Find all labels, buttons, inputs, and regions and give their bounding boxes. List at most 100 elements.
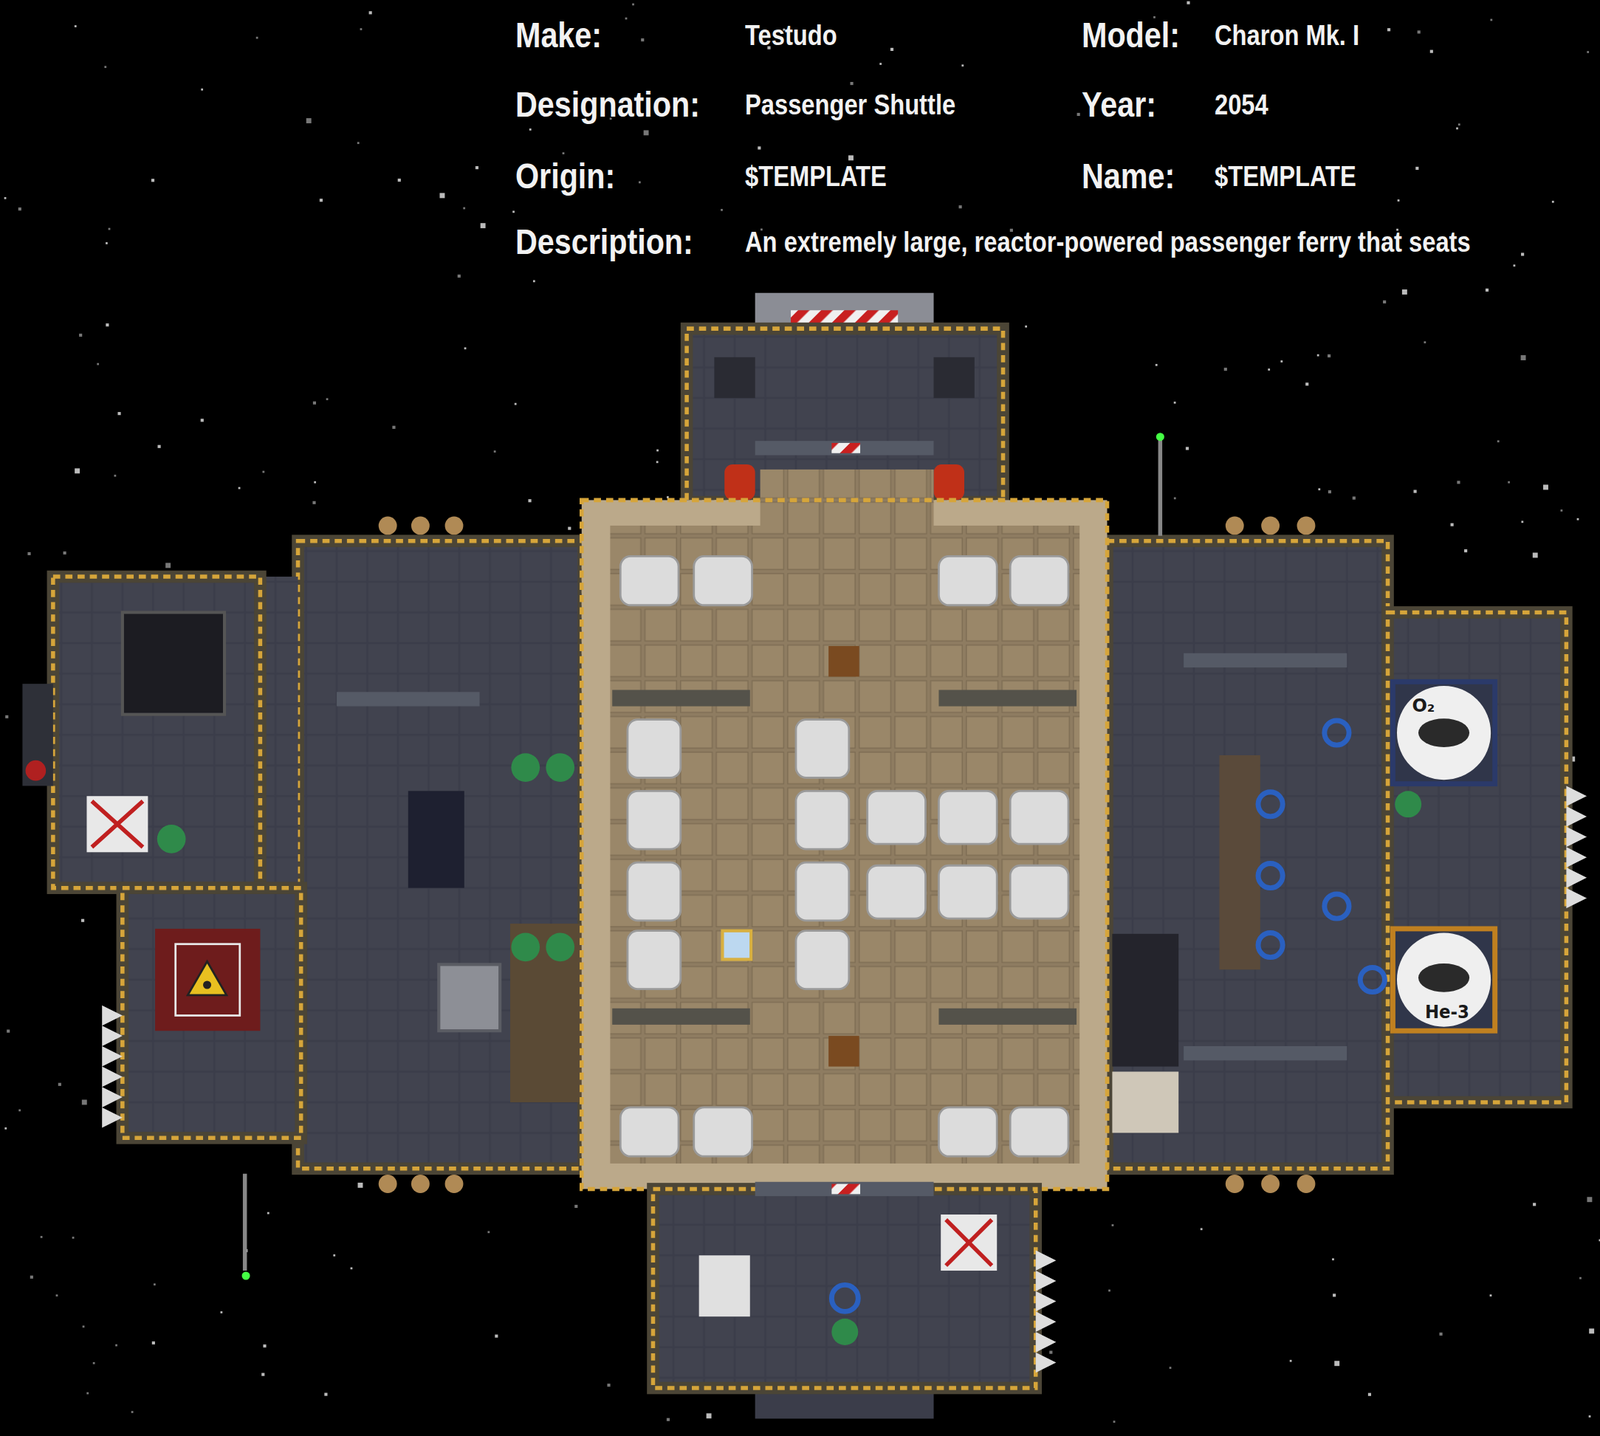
passenger-seats	[620, 555, 1069, 1157]
star	[81, 1100, 88, 1106]
star	[1430, 50, 1434, 54]
star	[1532, 553, 1538, 559]
star	[131, 1410, 134, 1414]
cockpit	[53, 576, 299, 889]
star	[1577, 518, 1580, 521]
star	[606, 1383, 610, 1387]
star	[1108, 1289, 1111, 1293]
star	[1305, 382, 1309, 386]
star	[1423, 341, 1426, 344]
star	[1173, 401, 1177, 404]
star	[1520, 355, 1527, 361]
star	[108, 228, 111, 231]
star	[74, 468, 80, 474]
tank-room	[1388, 612, 1567, 1103]
star	[165, 562, 171, 568]
star	[464, 347, 467, 350]
star	[440, 192, 446, 198]
star	[27, 552, 31, 556]
star	[262, 1344, 266, 1348]
star	[313, 481, 317, 484]
field-key: Origin:	[515, 158, 616, 195]
star	[706, 1413, 712, 1419]
star	[153, 1283, 156, 1286]
star	[82, 1325, 85, 1328]
star	[1024, 325, 1028, 328]
star	[1532, 1202, 1536, 1206]
star	[890, 47, 894, 51]
star	[1415, 166, 1419, 170]
left-wing	[298, 541, 585, 1169]
star	[105, 242, 108, 245]
bottom-room	[652, 1188, 1036, 1389]
star	[151, 178, 155, 182]
field-value: $TEMPLATE	[744, 162, 887, 191]
star	[1289, 1360, 1293, 1363]
field-key: Make:	[515, 17, 602, 54]
reactor	[155, 928, 260, 1031]
star	[533, 279, 536, 283]
star	[58, 1083, 62, 1087]
star	[152, 1341, 156, 1345]
star	[1317, 488, 1321, 491]
right-wing	[1106, 541, 1388, 1169]
star	[1588, 1328, 1595, 1334]
star	[1327, 354, 1331, 358]
star	[104, 65, 107, 68]
star	[879, 62, 882, 65]
star	[848, 155, 854, 161]
star	[1186, 1, 1190, 5]
star	[1200, 1227, 1203, 1231]
star	[1382, 300, 1386, 304]
star	[262, 471, 265, 474]
star	[1507, 481, 1510, 484]
star	[326, 397, 329, 401]
star	[267, 1212, 270, 1215]
star	[493, 450, 497, 453]
field-key: Name:	[1081, 158, 1175, 195]
star	[86, 1392, 89, 1395]
star	[1077, 112, 1081, 116]
star	[720, 208, 723, 212]
star	[643, 129, 650, 136]
star	[527, 499, 531, 503]
star	[1417, 30, 1421, 34]
star	[480, 222, 486, 229]
star	[1458, 123, 1461, 126]
star	[256, 36, 259, 40]
star	[200, 418, 204, 422]
star	[666, 496, 669, 499]
star	[640, 38, 644, 42]
star	[632, 3, 635, 6]
field-value: Passenger Shuttle	[744, 90, 956, 119]
passenger-hall	[609, 525, 1080, 1164]
star	[96, 363, 99, 366]
reactor-room	[122, 888, 302, 1139]
star	[1598, 1238, 1600, 1242]
tank-label: O₂	[1411, 697, 1435, 715]
star	[849, 81, 853, 85]
star	[1520, 520, 1524, 523]
star	[1224, 367, 1228, 371]
star	[1332, 1293, 1336, 1297]
star	[1513, 264, 1516, 267]
star	[200, 88, 204, 91]
oxygen-tank	[1396, 685, 1491, 780]
star	[93, 1362, 96, 1365]
star	[562, 152, 565, 155]
field-value: 2054	[1214, 90, 1269, 119]
star	[574, 1204, 578, 1208]
star	[1402, 289, 1408, 295]
star	[18, 207, 22, 211]
star	[1049, 1351, 1053, 1355]
star	[1520, 252, 1524, 256]
star	[117, 411, 121, 415]
star	[392, 426, 396, 429]
star	[369, 11, 373, 15]
star	[397, 178, 401, 182]
star	[360, 28, 363, 31]
star	[1586, 50, 1589, 54]
star	[74, 25, 77, 28]
star	[238, 487, 241, 490]
star	[312, 501, 316, 505]
